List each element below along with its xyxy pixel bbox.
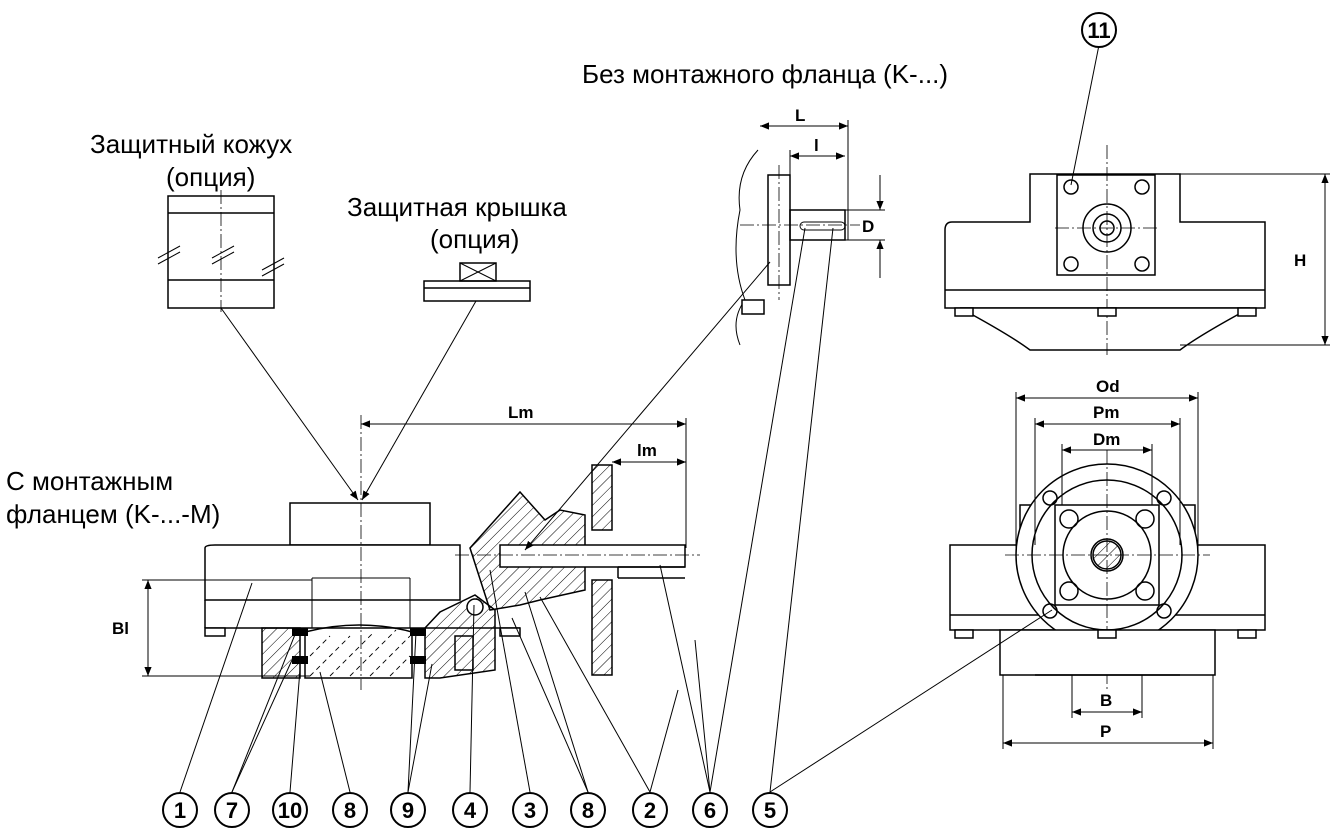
svg-text:9: 9 — [402, 798, 414, 823]
caption-protective-cap-option: (опция) — [430, 224, 519, 254]
dim-label-Dm: Dm — [1093, 430, 1120, 449]
callout-10: 10 — [272, 792, 308, 828]
callout-1: 1 — [162, 792, 198, 828]
caption-protective-cap: Защитная крышка — [347, 192, 567, 222]
svg-text:1: 1 — [174, 798, 186, 823]
callout-2: 2 — [632, 792, 668, 828]
svg-text:11: 11 — [1087, 18, 1110, 43]
svg-text:4: 4 — [464, 798, 477, 823]
svg-text:6: 6 — [704, 798, 716, 823]
caption-with-flange-line2: фланцем (K-...-M) — [6, 499, 220, 529]
svg-text:5: 5 — [764, 798, 776, 823]
front-elevation-view — [944, 145, 1266, 355]
callout-8-right: 8 — [570, 792, 606, 828]
callout-9: 9 — [390, 792, 426, 828]
svg-text:7: 7 — [226, 798, 238, 823]
callout-5: 5 — [752, 792, 788, 828]
svg-text:8: 8 — [344, 798, 356, 823]
dim-label-lm: lm — [637, 441, 657, 460]
main-section-view — [204, 415, 700, 690]
dim-label-H: H — [1294, 251, 1306, 270]
caption-without-flange: Без монтажного фланца (K-...) — [582, 59, 948, 89]
svg-text:3: 3 — [524, 798, 536, 823]
dim-label-L: L — [795, 106, 805, 125]
svg-text:8: 8 — [582, 798, 594, 823]
callout-leaders — [179, 44, 1100, 793]
callout-6: 6 — [692, 792, 728, 828]
callout-11: 11 — [1081, 12, 1117, 48]
front-flange-view — [949, 450, 1266, 690]
dim-label-Bl: Bl — [112, 619, 129, 638]
dim-label-Lm: Lm — [508, 403, 534, 422]
caption-with-flange-line1: С монтажным — [6, 466, 173, 496]
dim-label-P: P — [1100, 722, 1111, 741]
dimension-lines — [142, 120, 1330, 749]
callout-4: 4 — [452, 792, 488, 828]
dim-label-B: B — [1100, 691, 1112, 710]
dim-label-Od: Od — [1096, 377, 1120, 396]
svg-text:2: 2 — [644, 798, 656, 823]
dim-label-Pm: Pm — [1093, 403, 1119, 422]
dim-label-l: l — [814, 136, 819, 155]
protective-cap-drawing — [423, 262, 531, 302]
protective-cover-drawing — [157, 190, 285, 312]
callout-3: 3 — [512, 792, 548, 828]
callout-8-left: 8 — [332, 792, 368, 828]
side-view-without-flange — [735, 149, 860, 346]
caption-protective-cover-option: (опция) — [166, 162, 255, 192]
callout-7: 7 — [214, 792, 250, 828]
svg-text:10: 10 — [278, 798, 302, 823]
dim-label-D: D — [862, 217, 874, 236]
caption-protective-cover: Защитный кожух — [90, 129, 292, 159]
